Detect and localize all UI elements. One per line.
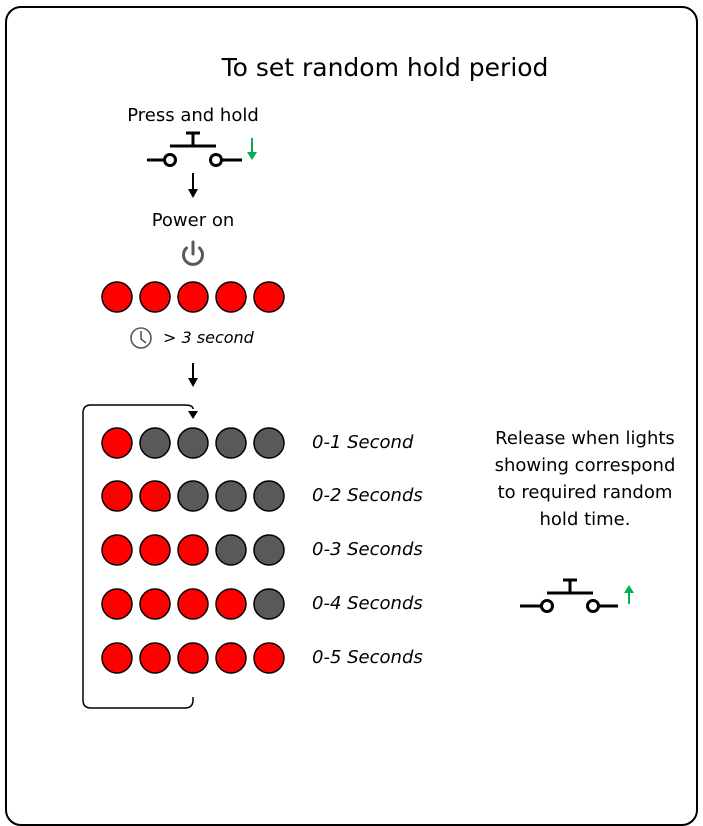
diagram-graphics <box>82 131 634 709</box>
led-off <box>215 480 247 512</box>
led-row-2 <box>101 480 285 512</box>
led-rows <box>101 427 285 674</box>
led-off <box>177 427 209 459</box>
clock-icon <box>130 327 152 349</box>
led-on <box>139 534 171 566</box>
led-off <box>253 427 285 459</box>
press-down-arrow-icon <box>247 138 257 160</box>
led-on <box>139 281 171 313</box>
power-on-label: Power on <box>151 210 235 231</box>
led-on <box>139 480 171 512</box>
release-line-1: Release when lights <box>495 428 675 449</box>
led-on <box>101 588 133 620</box>
led-on <box>215 642 247 674</box>
push-button-switch-icon <box>147 131 242 167</box>
led-on <box>253 281 285 313</box>
led-on <box>253 642 285 674</box>
led-row-5 <box>101 642 285 674</box>
led-on <box>101 642 133 674</box>
led-row-3 <box>101 534 285 566</box>
arrow-down-icon <box>188 363 198 387</box>
led-off <box>215 427 247 459</box>
led-off <box>253 588 285 620</box>
cycle-loop-bracket <box>82 404 198 709</box>
led-on <box>177 642 209 674</box>
row-label-5: 0-5 Seconds <box>312 647 423 668</box>
led-on <box>177 588 209 620</box>
led-row-4 <box>101 588 285 620</box>
row-label-3: 0-3 Seconds <box>312 539 423 560</box>
led-on <box>177 281 209 313</box>
led-on <box>101 427 133 459</box>
led-on <box>139 642 171 674</box>
led-on <box>215 281 247 313</box>
release-line-3: to required random <box>497 482 673 503</box>
led-off <box>215 534 247 566</box>
release-line-2: showing correspond <box>494 455 676 476</box>
led-off <box>253 534 285 566</box>
led-off <box>253 480 285 512</box>
row-label-4: 0-4 Seconds <box>312 593 423 614</box>
led-on <box>215 588 247 620</box>
wait-duration-label: > 3 second <box>163 328 254 347</box>
led-off <box>177 480 209 512</box>
row-label-2: 0-2 Seconds <box>312 485 423 506</box>
arrow-down-icon <box>188 173 198 198</box>
power-on-led-row <box>101 281 285 313</box>
press-and-hold-label: Press and hold <box>127 105 259 126</box>
diagram-title: To set random hold period <box>221 53 549 82</box>
row-label-1: 0-1 Second <box>312 432 414 453</box>
power-icon <box>182 240 204 266</box>
led-on <box>177 534 209 566</box>
led-on <box>101 534 133 566</box>
release-instruction: Release when lights showing correspond t… <box>470 425 700 533</box>
release-up-arrow-icon <box>624 585 634 604</box>
led-on <box>101 480 133 512</box>
push-button-switch-icon <box>520 578 618 613</box>
led-on <box>101 281 133 313</box>
release-line-4: hold time. <box>539 509 631 530</box>
led-off <box>139 427 171 459</box>
led-on <box>139 588 171 620</box>
led-row-1 <box>101 427 285 459</box>
